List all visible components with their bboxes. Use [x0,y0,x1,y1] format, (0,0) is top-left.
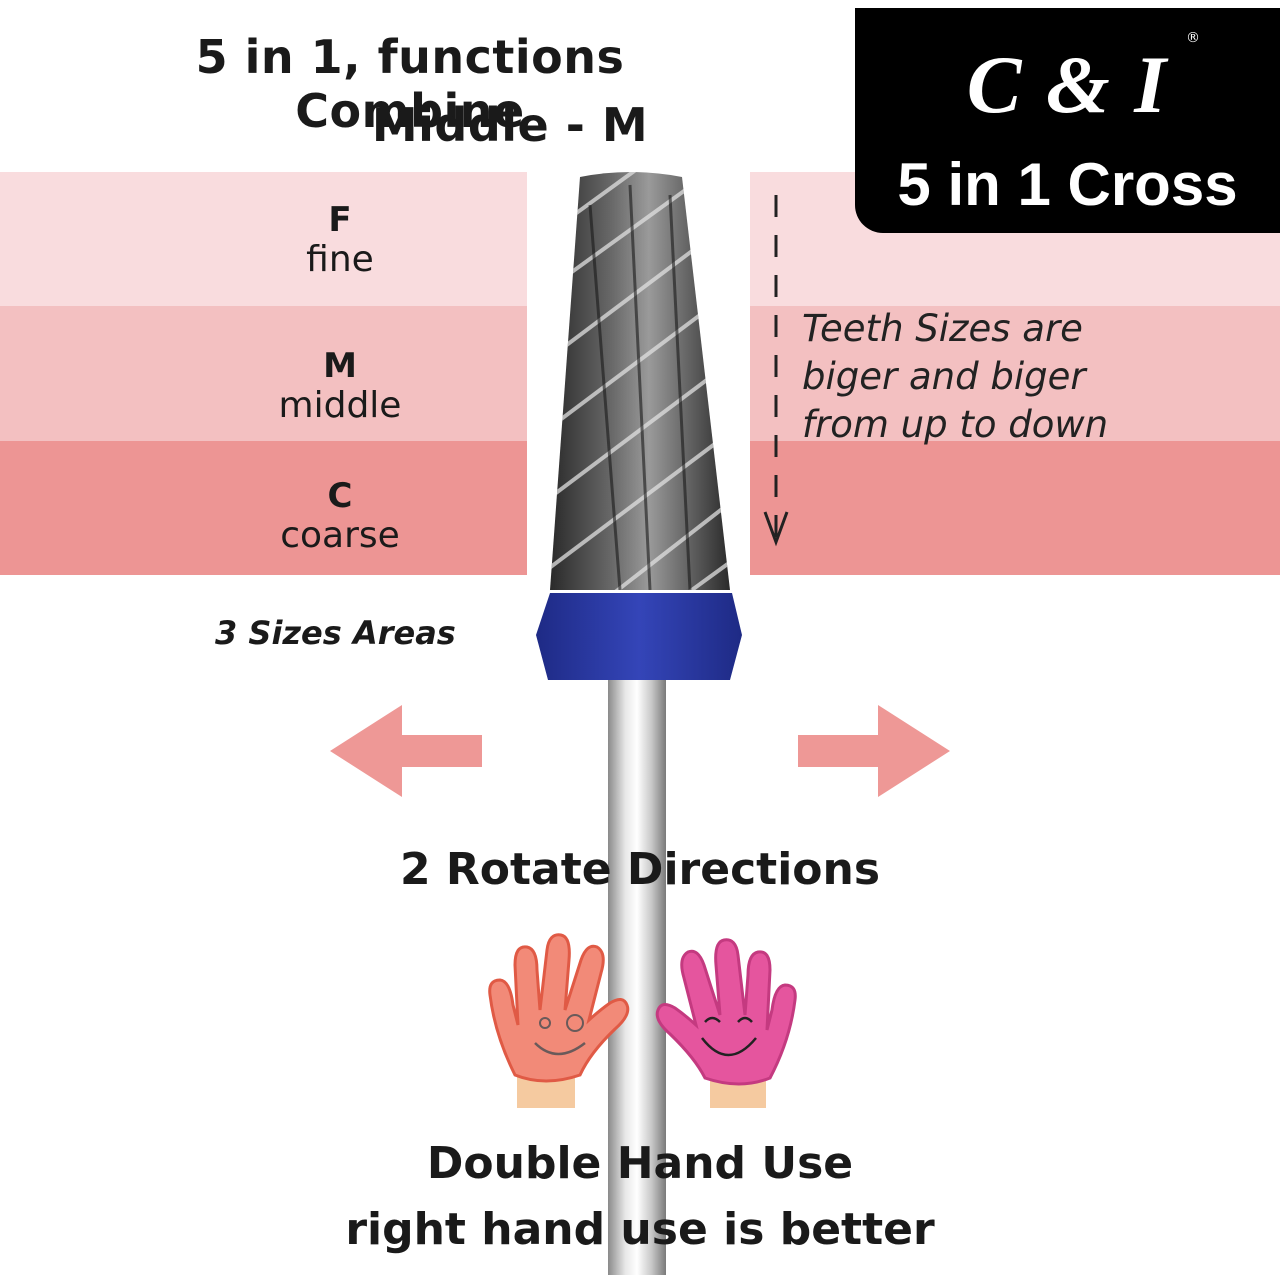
double-hand-use-label: Double Hand Use [426,1138,854,1189]
registered-mark: ® [1186,30,1200,46]
brand-logo: C & I [966,39,1169,130]
left-arrow-icon [330,705,482,797]
brand-box: C & I ® 5 in 1 Cross [855,8,1280,233]
right-hand-icon [655,938,797,1108]
teeth-size-note: Teeth Sizes are biger and biger from up … [802,305,1108,449]
teeth-note-line2: biger and biger [802,355,1086,398]
product-name: 5 in 1 Cross [897,151,1238,218]
sizes-areas-label: 3 Sizes Areas [215,614,456,652]
size-label-middle: M middle [180,346,500,426]
size-word: coarse [280,515,400,556]
size-label-coarse: C coarse [180,476,500,556]
size-letter: M [323,346,357,386]
teeth-note-line1: Teeth Sizes are [802,307,1083,350]
size-letter: F [328,200,352,240]
down-arrow-icon [763,195,789,547]
size-word: fine [306,239,374,280]
headline-line1: 5 in 1, functions Combine [195,30,625,138]
size-label-fine: F fine [180,200,500,280]
right-arrow-icon [798,705,950,797]
rotate-directions-label: 2 Rotate Directions [399,844,881,895]
size-word: middle [278,385,402,426]
right-hand-note: right hand use is better [345,1204,935,1255]
teeth-note-line3: from up to down [802,403,1109,446]
left-hand-icon [488,933,630,1108]
headline-line2: Middle - M [371,98,649,152]
drill-bit-image [536,172,742,1275]
size-letter: C [327,476,353,516]
